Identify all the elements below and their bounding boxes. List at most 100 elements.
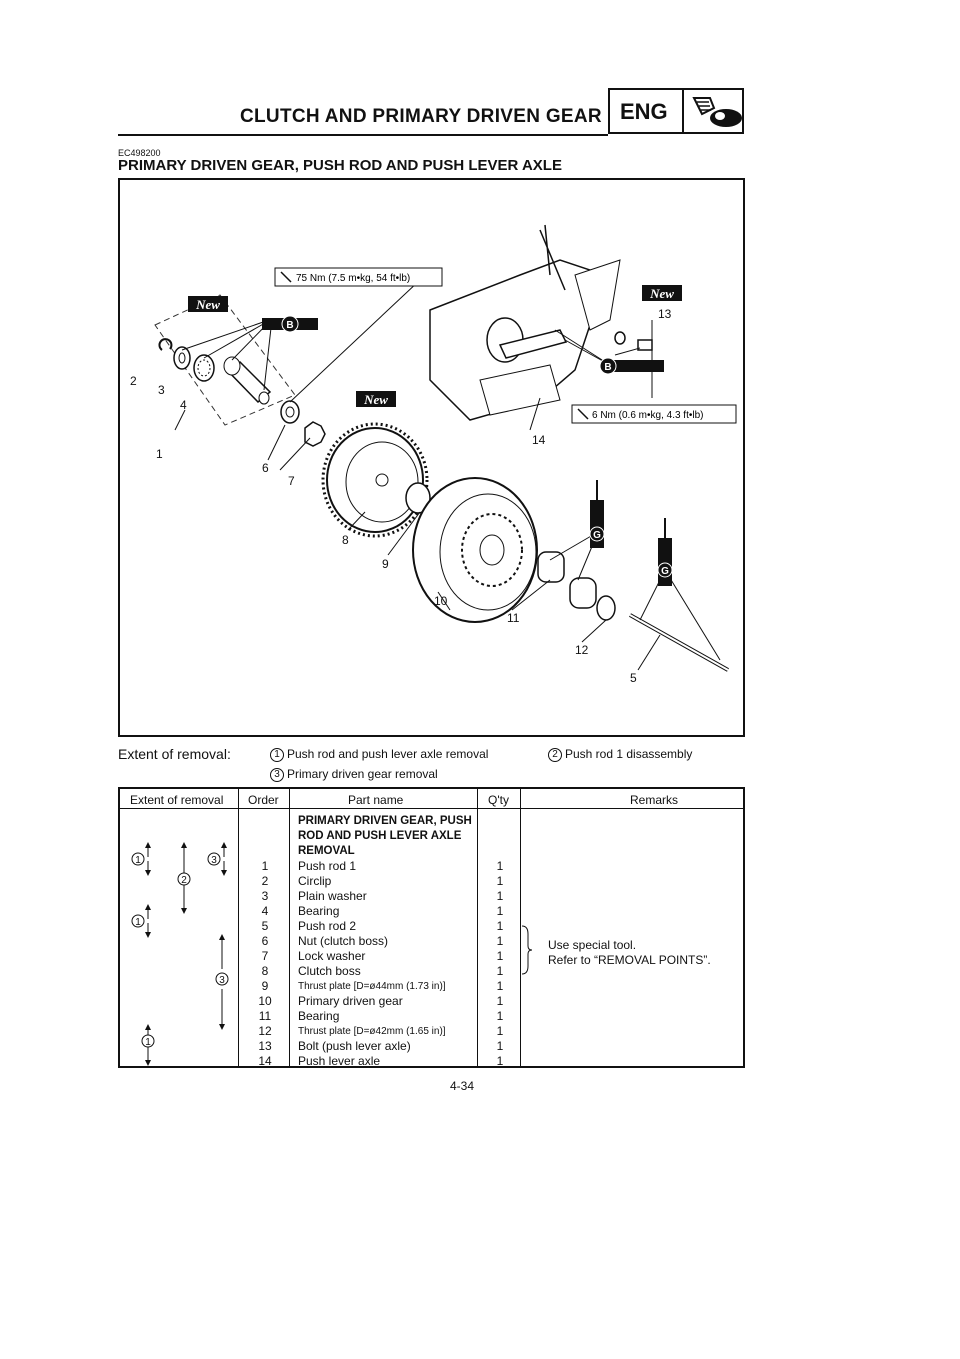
header-extent: Extent of removal xyxy=(130,793,224,807)
remarks-brace xyxy=(521,925,533,975)
tag-divider xyxy=(682,90,684,132)
section-tag-box: ENG xyxy=(608,88,744,134)
header-divider xyxy=(120,808,743,809)
row-1-order: 1 xyxy=(261,859,269,873)
torque-top-text: 75 Nm (7.5 m•kg, 54 ft•lb) xyxy=(296,273,410,284)
section-heading-line-1: PRIMARY DRIVEN GEAR, PUSH xyxy=(298,815,472,827)
primary-driven-gear-shape xyxy=(412,477,538,623)
grease-g-marks: G G xyxy=(589,480,673,586)
row-10-order: 10 xyxy=(258,994,272,1008)
grease-b-label-1: B xyxy=(286,320,293,331)
row-10-qty: 1 xyxy=(496,994,504,1008)
row-3-part: Plain washer xyxy=(298,889,367,903)
callout-2: 2 xyxy=(130,374,137,388)
new-badge-3: New xyxy=(649,286,674,301)
row-1-part: Push rod 1 xyxy=(298,859,357,873)
remarks-line-2: Refer to “REMOVAL POINTS”. xyxy=(548,953,711,967)
row-6-qty: 1 xyxy=(496,934,504,948)
header-order: Order xyxy=(248,793,279,807)
callout-8: 8 xyxy=(342,533,349,547)
pushrod-group-outline xyxy=(154,294,296,426)
callout-7: 7 xyxy=(288,474,295,488)
exploded-view-figure: B B G G New New New 75 Nm ( xyxy=(118,178,745,737)
removal-table: Extent of removal Order Part name Q'ty R… xyxy=(118,787,745,1068)
grease-b-marks: B B xyxy=(262,315,664,375)
row-12-qty: 1 xyxy=(496,1024,504,1038)
row-2-order: 2 xyxy=(261,874,269,888)
row-8-qty: 1 xyxy=(496,964,504,978)
callout-4: 4 xyxy=(180,398,187,412)
marker-3-a: 3 xyxy=(211,855,217,866)
callout-1: 1 xyxy=(156,447,163,461)
row-2-part: Circlip xyxy=(298,874,332,888)
remarks-text: Use special tool. Refer to “REMOVAL POIN… xyxy=(548,938,711,968)
header-title: CLUTCH AND PRIMARY DRIVEN GEAR xyxy=(240,106,602,127)
extent-item-3-number: 3 xyxy=(270,768,284,782)
torque-spec-right: 6 Nm (0.6 m•kg, 4.3 ft•lb) xyxy=(571,404,737,424)
callout-numbers: 1 2 3 4 5 6 7 8 9 10 11 12 13 14 xyxy=(130,307,672,685)
row-3-qty: 1 xyxy=(496,889,504,903)
thrust-plate-12-shape xyxy=(596,595,616,621)
callout-11: 11 xyxy=(507,611,520,625)
row-9-order: 9 xyxy=(261,979,269,993)
section-heading-line-3: REMOVAL xyxy=(298,845,355,857)
marker-1-b: 1 xyxy=(135,917,141,928)
extent-item-2-text: Push rod 1 disassembly xyxy=(565,747,693,761)
extent-item-1-text: Push rod and push lever axle removal xyxy=(287,747,489,761)
row-6-order: 6 xyxy=(261,934,269,948)
row-14-qty: 1 xyxy=(496,1054,504,1068)
marker-3-b: 3 xyxy=(219,975,225,986)
new-badge-1: New xyxy=(195,297,220,312)
row-8-order: 8 xyxy=(261,964,269,978)
extent-markers: 1 3 2 1 3 1 xyxy=(131,842,229,1066)
row-5-part: Push rod 2 xyxy=(298,919,357,933)
header-qty: Q'ty xyxy=(488,793,509,807)
lock-washer-shape xyxy=(304,421,326,447)
callout-13: 13 xyxy=(658,307,672,321)
row-14-order: 14 xyxy=(258,1054,272,1068)
callout-12: 12 xyxy=(575,643,589,657)
row-8-part: Clutch boss xyxy=(298,964,361,978)
row-6-part: Nut (clutch boss) xyxy=(298,934,389,948)
grease-g-label-2: G xyxy=(661,566,669,577)
callout-6: 6 xyxy=(262,461,269,475)
callout-5: 5 xyxy=(630,671,637,685)
engine-wrench-icon xyxy=(692,97,742,127)
row-5-order: 5 xyxy=(261,919,269,933)
grease-b-label-2: B xyxy=(604,362,611,373)
callout-10: 10 xyxy=(434,594,448,608)
remarks-line-1: Use special tool. xyxy=(548,938,637,952)
thrust-plate-9-shape xyxy=(405,482,431,514)
row-10-part: Primary driven gear xyxy=(298,994,403,1008)
row-3-order: 3 xyxy=(261,889,269,903)
new-badges: New New New xyxy=(188,285,682,407)
row-4-qty: 1 xyxy=(496,904,504,918)
bearing-11-shape xyxy=(537,551,565,583)
marker-1-c: 1 xyxy=(145,1037,151,1048)
marker-2: 2 xyxy=(181,875,187,886)
section-tag: ENG xyxy=(620,99,668,124)
row-11-part: Bearing xyxy=(298,1009,340,1023)
page-number: 4-34 xyxy=(450,1079,475,1093)
row-12-order: 12 xyxy=(258,1024,272,1038)
col-divider-4 xyxy=(520,789,521,1066)
grease-g-label-1: G xyxy=(593,530,601,541)
bearing-shape xyxy=(193,354,215,382)
header-part: Part name xyxy=(348,793,404,807)
row-9-qty: 1 xyxy=(496,979,504,993)
exploded-diagram: B B G G New New New 75 Nm ( xyxy=(130,224,737,685)
callout-3: 3 xyxy=(158,383,165,397)
row-9-part: Thrust plate [D=ø44mm (1.73 in)] xyxy=(298,981,446,992)
extent-item-1-number: 1 xyxy=(270,748,284,762)
extent-label: Extent of removal: xyxy=(118,746,231,762)
marker-1-a: 1 xyxy=(135,855,141,866)
extent-item-2-number: 2 xyxy=(548,748,562,762)
row-13-order: 13 xyxy=(258,1039,272,1053)
document-code: EC498200 xyxy=(118,148,161,158)
sleeve-shape xyxy=(569,577,597,609)
row-13-part: Bolt (push lever axle) xyxy=(298,1039,411,1053)
row-2-qty: 1 xyxy=(496,874,504,888)
header-rule xyxy=(118,134,608,136)
